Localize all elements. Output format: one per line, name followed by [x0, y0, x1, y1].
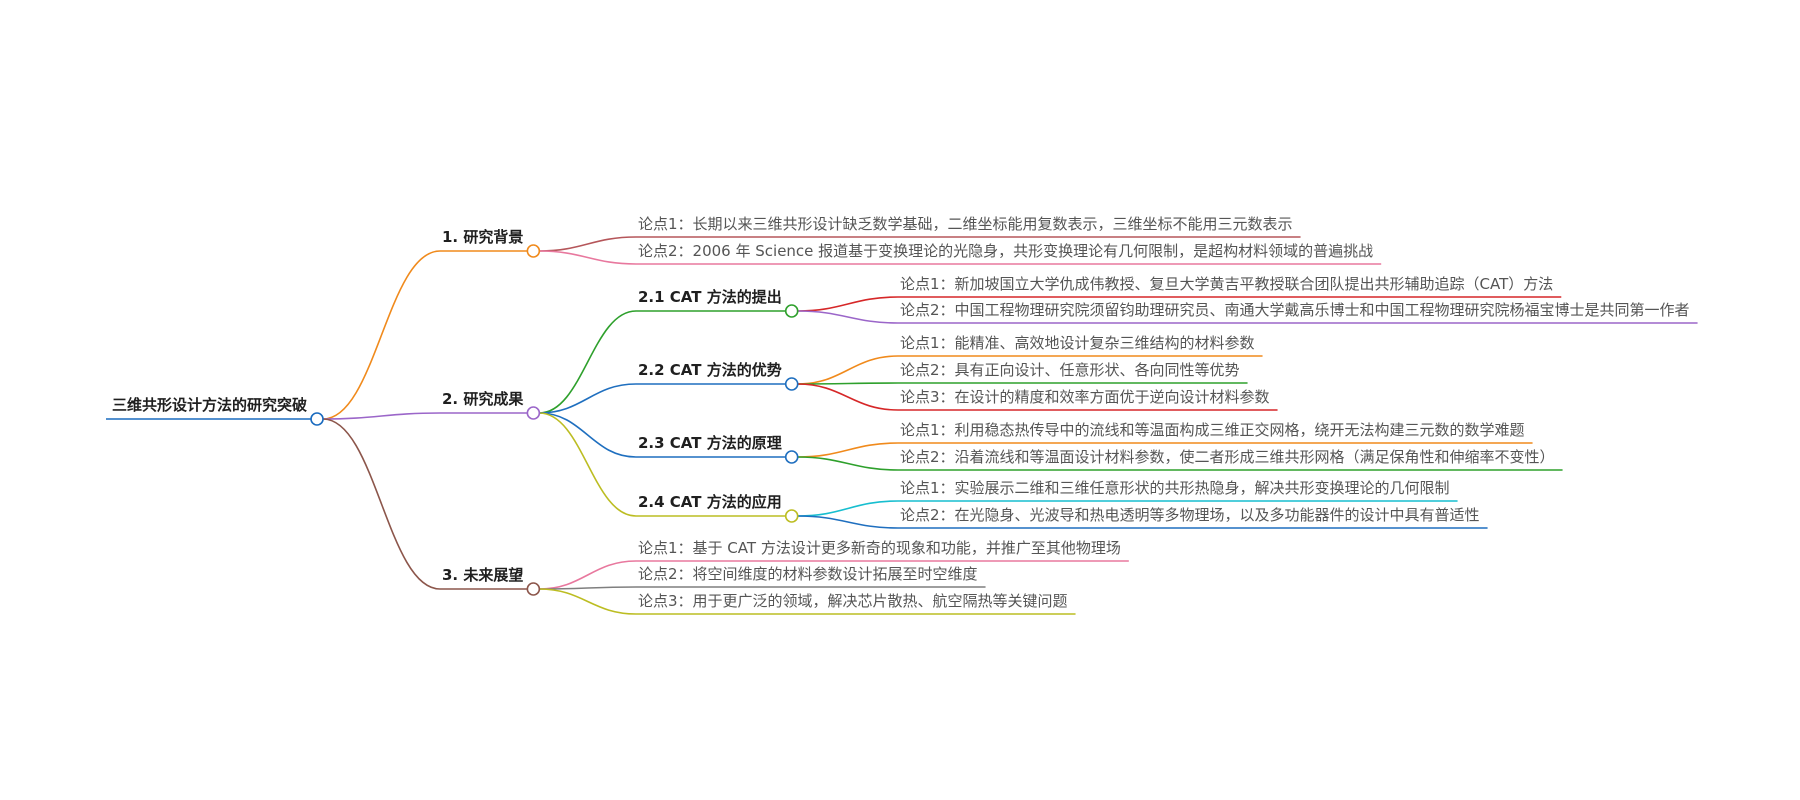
section-connector	[323, 418, 441, 590]
subsection-node-circle	[784, 377, 799, 391]
root-node-label[interactable]: 三维共形设计方法的研究突破	[112, 396, 308, 414]
leaf-label[interactable]: 论点2：沿着流线和等温面设计材料参数，使二者形成三维共形网格（满足保角性和伸缩率…	[900, 448, 1555, 466]
leaf-connector	[539, 236, 637, 252]
section-node-circle	[526, 406, 541, 420]
leaf-label[interactable]: 论点1：长期以来三维共形设计缺乏数学基础，二维坐标能用复数表示，三维坐标不能用三…	[638, 215, 1293, 233]
leaf-label[interactable]: 论点2：具有正向设计、任意形状、各向同性等优势	[900, 361, 1240, 379]
section-label-results[interactable]: 2. 研究成果	[442, 390, 524, 408]
subsection-label-cat-application[interactable]: 2.4 CAT 方法的应用	[638, 493, 782, 511]
leaf-connector	[539, 588, 637, 615]
leaf-label[interactable]: 论点1：新加坡国立大学仇成伟教授、复旦大学黄吉平教授联合团队提出共形辅助追踪（C…	[900, 275, 1554, 293]
section-node-circle	[526, 582, 541, 596]
leaf-connector	[797, 442, 899, 458]
subsection-connector	[539, 310, 637, 414]
leaf-connector	[797, 383, 899, 411]
leaf-connector	[797, 515, 899, 529]
leaf-label[interactable]: 论点1：利用稳态热传导中的流线和等温面构成三维正交网格，绕开无法构建三元数的数学…	[900, 421, 1525, 439]
subsection-node-circle	[784, 509, 799, 523]
leaf-connector	[539, 560, 637, 590]
leaf-label[interactable]: 论点1：能精准、高效地设计复杂三维结构的材料参数	[900, 334, 1255, 352]
section-connector	[323, 250, 441, 420]
leaf-connector	[797, 296, 899, 312]
leaf-connector	[539, 250, 637, 265]
root-node-circle	[310, 412, 324, 426]
leaf-label[interactable]: 论点2：在光隐身、光波导和热电透明等多物理场，以及多功能器件的设计中具有普适性	[900, 506, 1480, 524]
leaf-label[interactable]: 论点2：2006 年 Science 报道基于变换理论的光隐身，共形变换理论有几…	[638, 242, 1374, 260]
leaf-connector	[797, 355, 899, 385]
leaf-connector	[797, 500, 899, 517]
leaf-connector	[797, 456, 899, 471]
section-node-circle	[526, 244, 541, 258]
subsection-node-circle	[784, 304, 799, 318]
leaf-label[interactable]: 论点1：基于 CAT 方法设计更多新奇的现象和功能，并推广至其他物理场	[638, 539, 1121, 557]
subsection-connector	[539, 412, 637, 517]
section-label-background[interactable]: 1. 研究背景	[442, 228, 524, 246]
subsection-connector	[539, 412, 637, 458]
leaf-label[interactable]: 论点3：用于更广泛的领域，解决芯片散热、航空隔热等关键问题	[638, 592, 1068, 610]
subsection-label-cat-advantages[interactable]: 2.2 CAT 方法的优势	[638, 361, 782, 379]
leaf-label[interactable]: 论点2：中国工程物理研究院须留钧助理研究员、南通大学戴高乐博士和中国工程物理研究…	[900, 301, 1690, 319]
subsection-node-circle	[784, 450, 799, 464]
leaf-label[interactable]: 论点2：将空间维度的材料参数设计拓展至时空维度	[638, 565, 978, 583]
section-connector	[323, 412, 441, 420]
leaf-label[interactable]: 论点3：在设计的精度和效率方面优于逆向设计材料参数	[900, 388, 1270, 406]
subsection-label-cat-principle[interactable]: 2.3 CAT 方法的原理	[638, 434, 782, 452]
leaf-label[interactable]: 论点1：实验展示二维和三维任意形状的共形热隐身，解决共形变换理论的几何限制	[900, 479, 1450, 497]
subsection-connector	[539, 383, 637, 414]
leaf-connector	[797, 310, 899, 324]
leaf-connector	[797, 382, 899, 385]
subsection-label-cat-proposal[interactable]: 2.1 CAT 方法的提出	[638, 288, 782, 306]
section-label-outlook[interactable]: 3. 未来展望	[442, 566, 524, 584]
